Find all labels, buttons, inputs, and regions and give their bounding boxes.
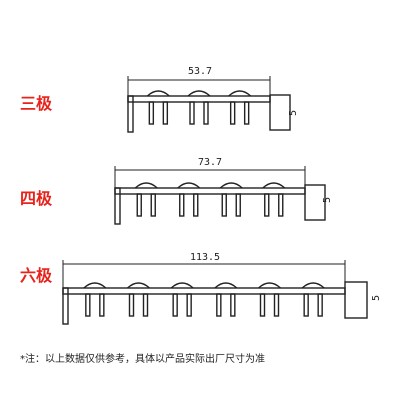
pole-pin [99,293,105,317]
pole-pin [278,193,284,217]
busbar-rail [127,95,271,103]
busbar-three-pole [127,76,291,133]
label-three-pole: 三极 [20,94,53,113]
label-four-pole: 四极 [20,189,53,208]
pole-hump [134,182,158,189]
pole-pin [148,101,155,125]
pole-pin [259,293,266,317]
pole-pin [172,293,178,317]
end-post [127,95,134,133]
pole-pin [150,193,156,217]
busbar-six-pole [62,260,368,325]
end-post [62,287,69,325]
pole-hump [177,182,201,189]
pole-hump [187,90,211,97]
width-dim-three-pole: 53.7 [188,66,212,77]
pole-hump [146,90,170,97]
pole-hump [127,282,150,289]
pole-pin [186,293,192,317]
pole-pin [136,193,142,217]
height-dim-four-pole: 5 [322,197,333,203]
pole-pin [142,293,149,317]
pole-pin [189,101,195,125]
label-six-pole: 六极 [20,266,53,285]
pole-hump [262,182,286,189]
pole-pin [273,293,280,317]
pole-pin [243,101,250,125]
width-dim-six-pole: 113.5 [190,252,220,263]
pole-pin [85,293,91,317]
pole-pin [229,101,236,125]
height-dim-three-pole: 5 [288,110,299,116]
pole-hump [228,90,252,97]
pole-pin [179,193,185,217]
pole-pin [203,101,209,125]
end-cap-box [344,281,368,319]
pole-pin [317,293,323,317]
pole-pin [221,193,227,217]
busbar-rail [62,287,346,295]
pole-pin [216,293,222,317]
pole-pin [235,193,241,217]
pole-pin [303,293,309,317]
height-dim-six-pole: 5 [371,295,382,301]
pole-hump [214,282,238,289]
pole-hump [83,282,107,289]
busbar-rail [114,187,306,195]
pole-pin [162,101,169,125]
pole-pin [193,193,199,217]
disclaimer-note: *注：以上数据仅供参考，具体以产品实际出厂尺寸为准 [20,354,265,365]
pole-pin [230,293,236,317]
busbar-four-pole [114,166,326,225]
width-dim-four-pole: 73.7 [198,157,222,168]
pole-pin [128,293,135,317]
pole-hump [301,282,325,289]
pole-hump [258,282,281,289]
end-cap-box [304,184,326,221]
end-cap-box [269,94,291,131]
pole-hump [170,282,194,289]
pole-hump [219,182,243,189]
end-post [114,187,121,225]
pole-pin [264,193,270,217]
